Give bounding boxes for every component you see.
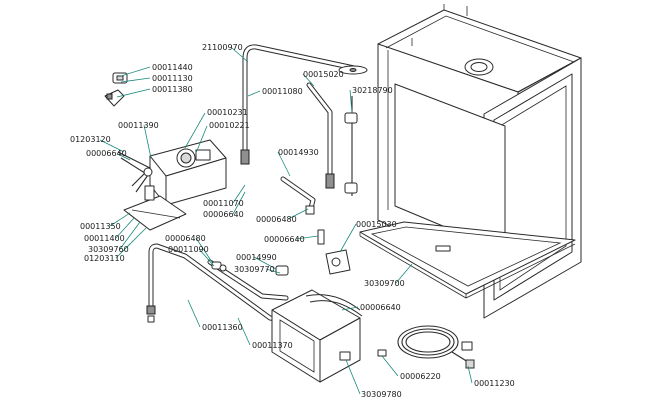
label-00015030: 00015030 — [356, 220, 397, 229]
lower-supply-pipe — [146, 243, 335, 331]
label-00011400: 00011400 — [84, 234, 125, 243]
label-01203120: 01203120 — [70, 135, 111, 144]
label-00010221: 00010221 — [209, 121, 250, 130]
label-30309700: 30309700 — [364, 279, 405, 288]
spray-nozzle-set — [344, 96, 358, 196]
label-00011080: 00011080 — [262, 87, 303, 96]
label-00011090: 00011090 — [168, 245, 209, 254]
label-00011230: 00011230 — [474, 379, 515, 388]
label-30218790: 30218790 — [352, 86, 393, 95]
label-00011350: 00011350 — [80, 222, 121, 231]
control-valve-assembly — [117, 139, 227, 231]
label-01203110: 01203110 — [84, 254, 125, 263]
label-00010231: 00010231 — [207, 108, 248, 117]
label-30309780: 30309780 — [361, 390, 402, 399]
label-00006220: 00006220 — [400, 372, 441, 381]
label-00006640-b: 00006640 — [203, 210, 244, 219]
coiled-drain-hose — [397, 325, 475, 369]
label-00015020: 00015020 — [303, 70, 344, 79]
label-21100970: 21100970 — [202, 43, 243, 52]
label-00006480-b: 00006480 — [165, 234, 206, 243]
label-00011130: 00011130 — [152, 74, 193, 83]
drain-pipe — [207, 259, 289, 301]
label-30309770: 30309770 — [234, 265, 275, 274]
part-number-labels: 21100970 00011440 00011130 00011380 0001… — [70, 43, 515, 399]
label-00011390: 00011390 — [118, 121, 159, 130]
label-00011370: 00011370 — [252, 341, 293, 350]
label-00006640-c: 00006640 — [264, 235, 305, 244]
label-30309760: 30309760 — [88, 245, 129, 254]
heater-tank — [271, 289, 363, 383]
upper-spray-pipe — [240, 44, 368, 165]
spray-arm-pipe — [306, 82, 335, 189]
door-panel — [359, 221, 576, 299]
label-00011440: 00011440 — [152, 63, 193, 72]
label-00011070: 00011070 — [203, 199, 244, 208]
label-00006640-a: 00006640 — [86, 149, 127, 158]
label-00014990: 00014990 — [236, 253, 277, 262]
label-00014930: 00014930 — [278, 148, 319, 157]
label-00011360: 00011360 — [202, 323, 243, 332]
label-00011380: 00011380 — [152, 85, 193, 94]
label-00006640-d: 00006640 — [360, 303, 401, 312]
inlet-fittings — [104, 72, 128, 107]
label-00006480-a: 00006480 — [256, 215, 297, 224]
leader-lines — [99, 47, 473, 395]
